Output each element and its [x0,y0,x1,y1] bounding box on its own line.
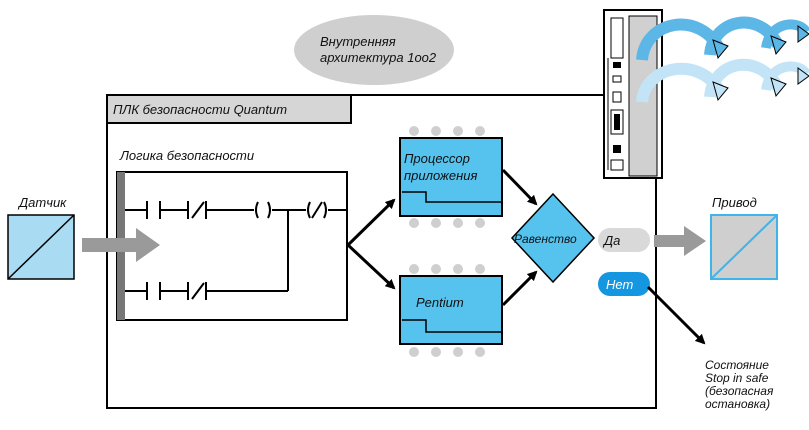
safe-state-line3: (безопасная [705,384,774,398]
yes-pill [598,228,650,252]
no-label: Нет [606,277,633,292]
sensor-icon [7,214,75,280]
arrow-to-safe-state [646,285,706,345]
pentium-label: Pentium [416,295,464,310]
actuator-output-arrow [654,226,706,256]
loop-arrows-icon [636,16,809,104]
internal-architecture-line2: архитектура 1oo2 [320,50,437,65]
plc-title: ПЛК безопасности Quantum [113,102,287,117]
app-processor-chip [399,126,503,228]
internal-architecture-ellipse [294,15,454,85]
plc-title-bar [106,94,352,124]
internal-architecture-line1: Внутренняя [320,34,396,49]
pentium-chip [399,264,503,357]
equality-diamond [510,192,596,284]
equality-label: Равенство [514,232,577,246]
actuator-label: Привод [712,195,757,210]
sensor-label: Датчик [17,195,67,210]
app-processor-line1: Процессор [404,151,470,166]
arrow-to-app-cpu [346,198,396,247]
safe-state-line1: Состояние [705,358,769,372]
arrow-to-pentium [346,243,396,290]
sensor-input-arrow [82,228,160,262]
safe-state-line2: Stop in safe [705,371,769,385]
arrow-pentium-to-equality [501,270,538,307]
logic-label: Логика безопасности [119,148,254,163]
app-processor-line2: приложения [404,168,477,183]
actuator-icon [710,214,778,280]
no-pill [598,272,650,296]
safe-state-line4: остановка) [705,397,770,411]
yes-label: Да [602,233,620,248]
arrow-app-to-equality [501,168,538,206]
